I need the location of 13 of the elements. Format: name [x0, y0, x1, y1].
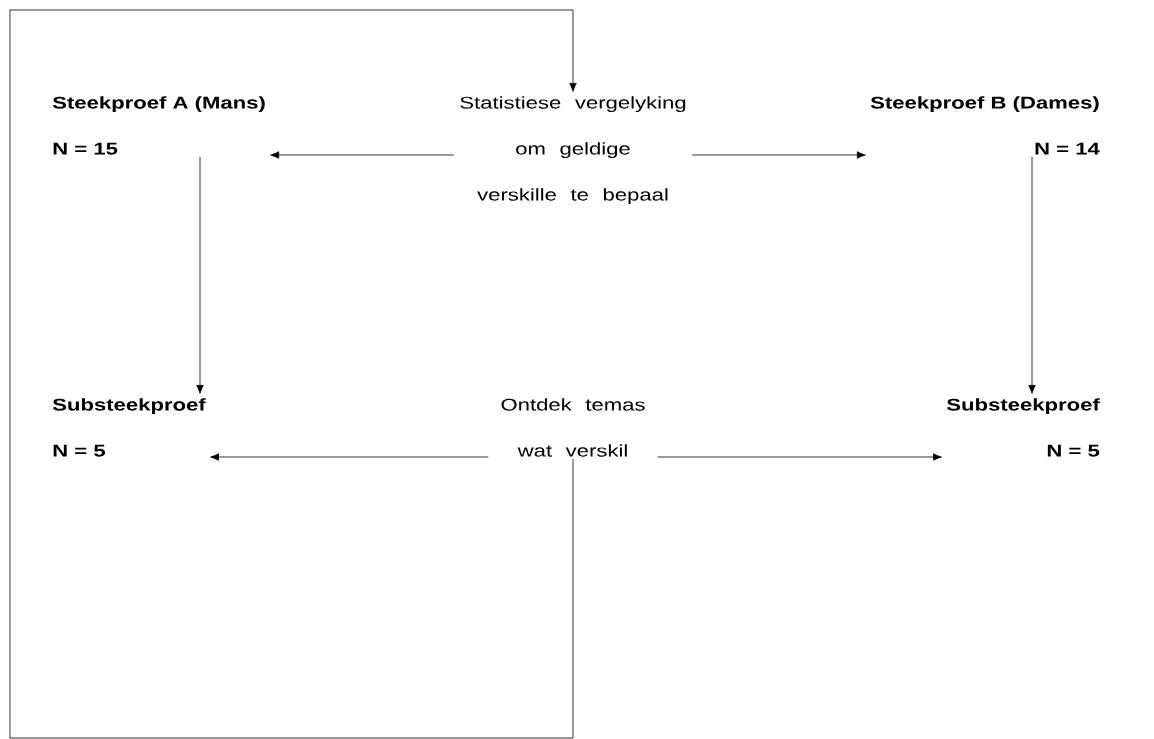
arrow [691, 151, 866, 159]
text-label: Ontdek temas wat verskil [501, 398, 645, 457]
text-label: Statistiese vergelyking om geldige verskille te bepaal [460, 96, 686, 205]
arrow [1028, 156, 1036, 394]
arrow [657, 453, 942, 461]
arrow [270, 151, 455, 159]
sample-label: Steekproef B (Dames) N = 14 [870, 96, 1100, 155]
sample-label: Substeekproef N = 5 [946, 398, 1100, 457]
arrow [9, 9, 577, 739]
arrow [196, 156, 204, 394]
arrow [210, 453, 489, 461]
sample-label: Substeekproef N = 5 [52, 398, 206, 457]
sample-label: Steekproef A (Mans) N = 15 [52, 96, 265, 155]
